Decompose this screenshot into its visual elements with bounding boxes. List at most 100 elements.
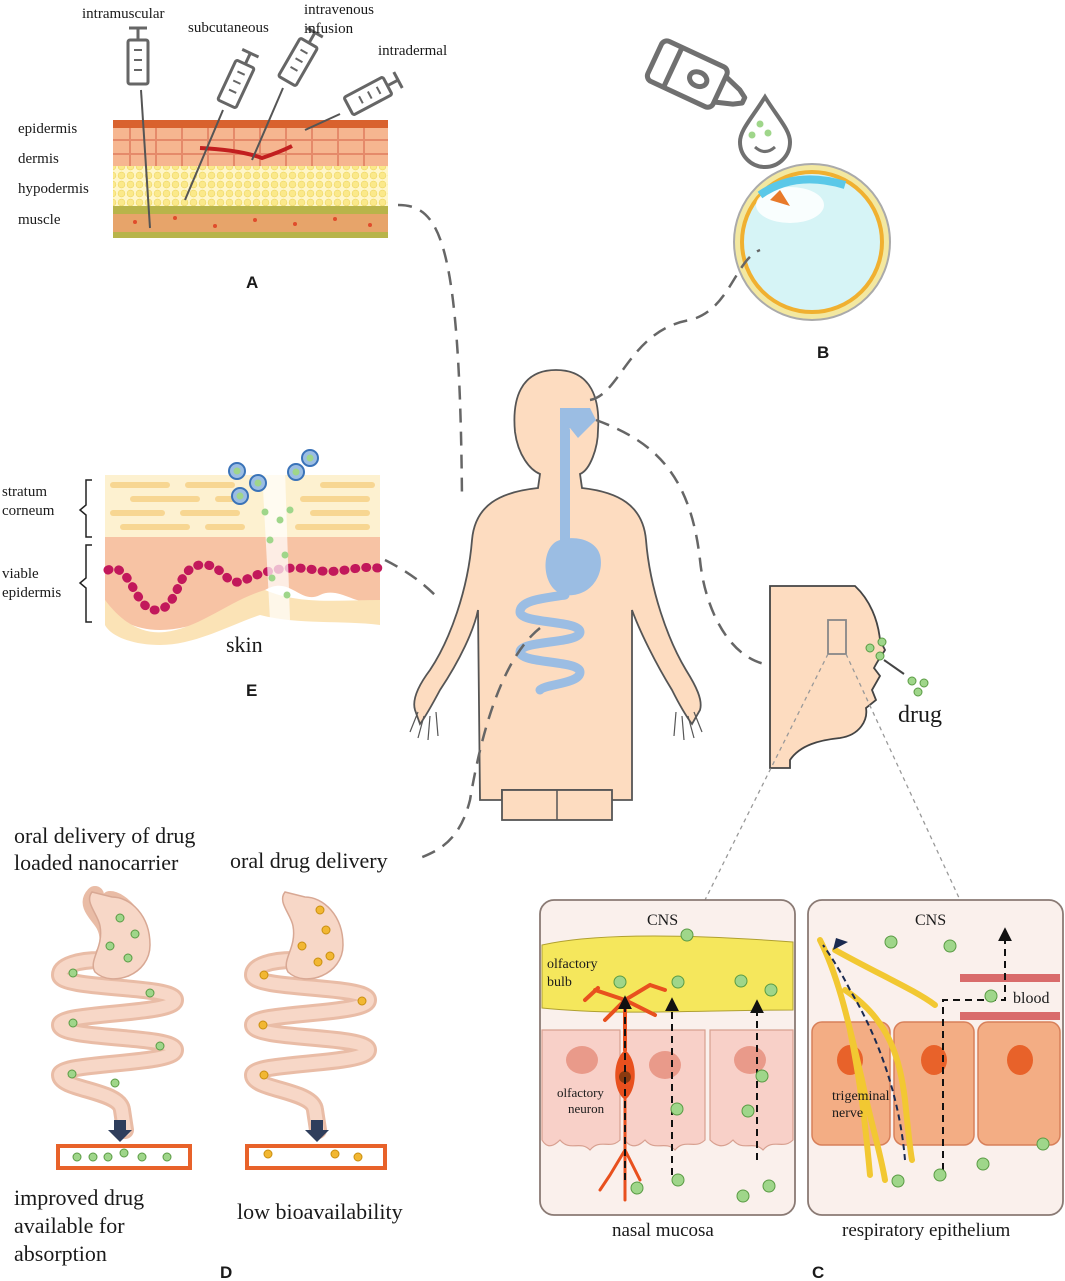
epidermis-layer (113, 120, 388, 130)
panel-letter-a: A (246, 273, 258, 292)
epithelium-drug-dots (884, 935, 1050, 1188)
syringe-intramuscular (126, 26, 150, 86)
label-epidermis-e: epidermis (2, 585, 61, 601)
blood-vessel-top (960, 974, 1060, 982)
dashed-connectors (384, 203, 771, 860)
label-hypodermis: hypodermis (18, 181, 89, 197)
connector-c (595, 418, 771, 667)
gi-left-outline (54, 954, 181, 1136)
label-d-left-title-2: loaded nanocarrier (14, 850, 179, 875)
corneum-cells (110, 482, 375, 530)
zoom-line-right (845, 653, 961, 901)
permeating-particles (228, 449, 319, 505)
label-trigeminal-2: nerve (832, 1106, 863, 1121)
label-corneum: corneum (2, 503, 55, 519)
connector-b (589, 248, 761, 402)
dermis-base (105, 590, 380, 645)
neuron-dendrites-top (583, 983, 667, 1052)
bracket-stratum-corneum (78, 479, 92, 538)
label-muscle: muscle (18, 212, 61, 228)
drop-nanoparticles (748, 120, 772, 139)
basal-cell-line (103, 560, 383, 615)
muscle-bottom-band (113, 232, 388, 238)
inhaled-drug-dots (865, 637, 929, 697)
label-viable: viable (2, 566, 39, 582)
needle-intramuscular (140, 89, 151, 229)
label-cns-right: CNS (915, 912, 946, 929)
trigeminal-nerve (817, 937, 938, 1183)
label-olfactory-bulb-1: olfactory (547, 957, 598, 972)
panel-b: B (644, 38, 891, 362)
absorption-bar-right (245, 1144, 387, 1170)
epithelium-cells (811, 1021, 1061, 1146)
stomach (545, 538, 601, 596)
label-d-left-title-1: oral delivery of drug (14, 823, 195, 848)
arrow-down-left (108, 1120, 132, 1142)
blood-path (942, 927, 1012, 1170)
panel-d: oral delivery of drug loaded nanocarrier… (14, 823, 403, 1281)
label-epidermis: epidermis (18, 121, 77, 137)
hypodermis-layer (113, 166, 388, 206)
left-hand-fingers (409, 711, 439, 741)
respiratory-epithelium-box: CNS blood trigeminal nerve (807, 899, 1064, 1216)
label-d-left-caption-3: absorption (14, 1241, 107, 1266)
needle-intradermal (304, 113, 341, 131)
gi-right-outline (247, 954, 374, 1136)
drop-smile (753, 145, 777, 153)
dermis-layer (113, 128, 388, 166)
label-d-right-title: oral drug delivery (230, 848, 388, 873)
nerve-transport-path (822, 944, 906, 1161)
syringe-intradermal (343, 71, 404, 116)
label-olfactory-neuron-1: olfactory (557, 1085, 604, 1100)
absorbed-dots-right (263, 1149, 363, 1162)
intestine (515, 590, 585, 695)
label-skin: skin (226, 632, 263, 657)
nasal-region-box (827, 619, 847, 655)
label-dermis: dermis (18, 151, 59, 167)
stomach-right (281, 891, 344, 980)
skin-pore-channel (262, 470, 290, 620)
needle-subcutaneous (184, 109, 224, 201)
label-cns-left: CNS (647, 912, 678, 929)
nanocarrier-dots (67, 913, 165, 1088)
label-trigeminal-1: trigeminal (832, 1089, 890, 1104)
olfactory-bulb (541, 935, 794, 1013)
label-olfactory-neuron-2: neuron (568, 1101, 605, 1116)
label-d-right-caption: low bioavailability (237, 1199, 403, 1224)
label-d-left-caption-2: available for (14, 1213, 125, 1238)
connector-a (397, 203, 464, 501)
muscle-nuclei (133, 216, 372, 228)
eye-iris (770, 190, 790, 206)
needle-intravenous (251, 87, 284, 161)
label-infusion: infusion (304, 21, 354, 37)
panel-a: intramuscular subcutaneous intravenous i… (18, 2, 447, 292)
label-intradermal: intradermal (378, 43, 447, 59)
panel-e: stratum corneum viable epidermis skin E (2, 449, 383, 700)
muscle-top-band (113, 206, 388, 214)
absorbed-dots-left (72, 1148, 172, 1162)
label-nasal-mucosa: nasal mucosa (612, 1220, 714, 1241)
nerve-arrow-head (833, 938, 848, 950)
syringe-intravenous (277, 26, 324, 87)
conventional-drug-dots (258, 905, 367, 1080)
syringe-subcutaneous (216, 48, 260, 110)
label-stratum: stratum (2, 484, 47, 500)
human-body (409, 369, 703, 821)
panel-letter-c: C (812, 1263, 824, 1281)
eye-lens (756, 187, 824, 223)
label-intramuscular: intramuscular (82, 6, 164, 22)
label-d-left-caption-1: improved drug (14, 1185, 144, 1210)
nasal-mucosa-box: CNS olfactory bulb olfactory neuron (539, 899, 796, 1216)
connector-e (384, 558, 441, 601)
head-profile (769, 585, 887, 769)
blood-vessel-bottom (960, 1012, 1060, 1020)
panel-c: drug (539, 585, 1064, 1281)
epithelium-nuclei (837, 1045, 1033, 1075)
bracket-viable-epidermis (78, 544, 92, 623)
label-subcutaneous: subcutaneous (188, 20, 269, 36)
stomach-left (88, 891, 151, 980)
nasal-spray-tip (883, 659, 905, 675)
eye-cornea-highlight (757, 175, 847, 199)
free-drug-dots (261, 506, 294, 599)
